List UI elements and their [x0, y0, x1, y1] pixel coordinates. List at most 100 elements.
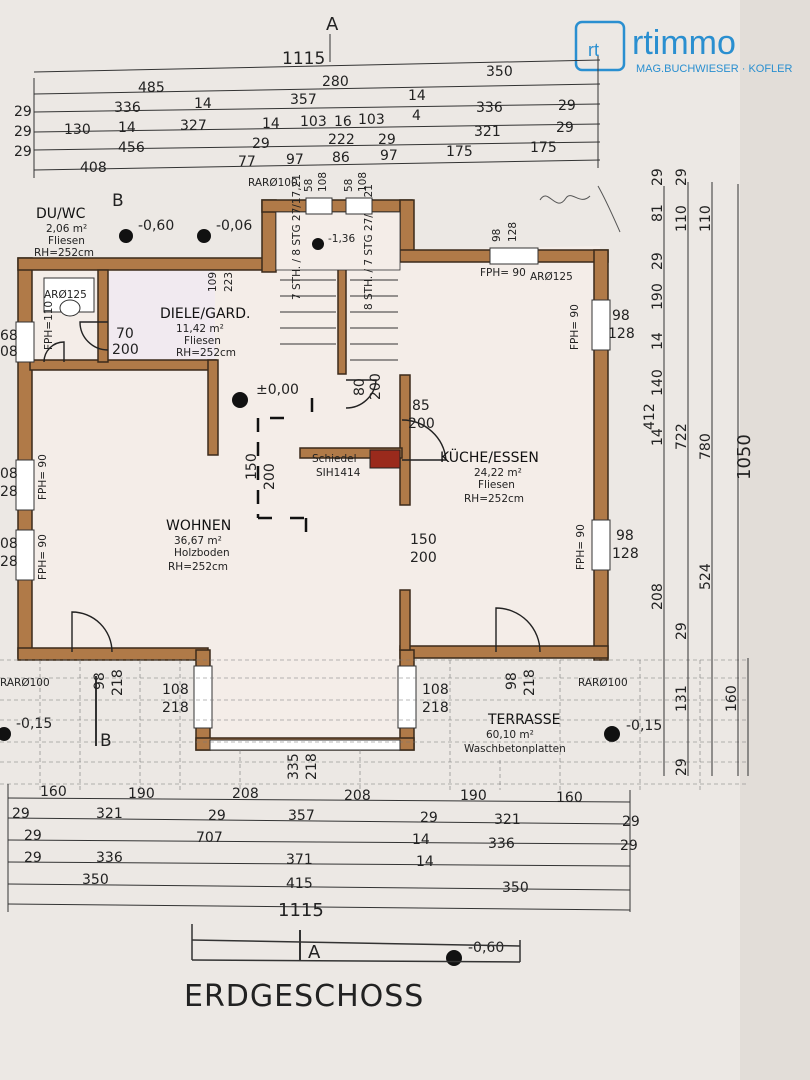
bot-r2-4: 29 — [420, 810, 438, 826]
top-r3-1: 130 — [64, 122, 91, 138]
top-r2b-1: 29 — [558, 98, 576, 114]
bot-r1-0: 160 — [40, 784, 67, 800]
bot-r2-3: 357 — [288, 808, 315, 824]
staircase: 7 STH. / 8 STG 27/17,21 8 STH. / 7 STG 2… — [275, 174, 401, 361]
right-c3-0: 412 — [642, 403, 658, 430]
room-wohnen-height: RH=252cm — [168, 561, 228, 573]
w-218-b2: 218 — [422, 700, 449, 716]
room-du-wc-floor: Fliesen — [48, 235, 85, 247]
top-r3-0: 29 — [14, 124, 32, 140]
fph-top: FPH= 90 — [480, 267, 526, 279]
terrace-grid — [0, 658, 749, 790]
section-b-bottom: B — [100, 731, 112, 751]
top-r1-0: 485 — [138, 80, 165, 96]
right-c1-0: 29 — [650, 168, 666, 186]
door-98a: 98 — [92, 672, 108, 690]
logo-icon — [574, 20, 626, 72]
fph-wc: FPH=110 — [43, 301, 55, 350]
bot-r4-0: 29 — [24, 850, 42, 866]
top-r5-4: 97 — [380, 148, 398, 164]
bot-total: 1115 — [278, 900, 324, 921]
w-218-c: 218 — [304, 753, 320, 780]
top-r5-1: 77 — [238, 154, 256, 170]
w-108-1: 108 — [317, 172, 329, 192]
section-a-bottom-mark: A — [191, 924, 521, 963]
right-c1-1: 81 — [650, 204, 666, 222]
door-70: 70 — [116, 326, 134, 342]
right-dimension-chain: 29 81 29 190 14 140 14 208 29 131 29 29 … — [642, 168, 755, 776]
room-du-wc-area: 2,06 m² — [46, 223, 87, 235]
top-r3-8: 4 — [412, 108, 421, 124]
top-total: 1115 — [282, 49, 325, 69]
room-labels: DU/WC 2,06 m² Fliesen RH=252cm DIELE/GAR… — [34, 206, 566, 755]
bot-r1-4: 190 — [460, 788, 487, 804]
w-335: 335 — [286, 753, 302, 780]
door-150b: 150 — [410, 532, 437, 548]
w-128-top: 128 — [507, 222, 519, 242]
bot-r2-1: 321 — [96, 806, 123, 822]
level-marker-icon — [604, 726, 620, 742]
chimney-model: SIH1414 — [316, 467, 361, 479]
top-r3-6: 16 — [334, 114, 352, 130]
rar-wc: ARØ125 — [44, 289, 87, 301]
top-r4-2: 29 — [252, 136, 270, 152]
top-r4-0: 29 — [14, 144, 32, 160]
level-main: ±0,00 — [256, 382, 299, 398]
room-kueche-floor: Fliesen — [478, 479, 515, 491]
right-c2-1: 110 — [674, 205, 690, 232]
door-218a: 218 — [110, 669, 126, 696]
w-58-1: 58 — [303, 179, 315, 192]
door-200e: 200 — [410, 550, 437, 566]
room-kueche-name: KÜCHE/ESSEN — [440, 448, 539, 466]
top-r2-4: 14 — [408, 88, 426, 104]
rar-top: RARØ100 — [248, 177, 298, 189]
room-du-wc-name: DU/WC — [36, 206, 86, 222]
room-kueche-height: RH=252cm — [464, 493, 524, 505]
logo: rt rtimmo MAG.BUCHWIESER · KOFLER — [574, 20, 793, 75]
top-r2b-0: 336 — [476, 100, 503, 116]
top-r5-2: 97 — [286, 152, 304, 168]
w-98-right1: 98 — [612, 308, 630, 324]
top-r2-3: 357 — [290, 92, 317, 108]
w-28-left2: 28 — [0, 554, 18, 570]
rar-bottom-right: RARØ100 — [578, 677, 628, 689]
right-c1-2: 29 — [650, 252, 666, 270]
door-200c: 200 — [408, 416, 435, 432]
stair-right-label: 8 STH. / 7 STG 27/17,21 — [363, 184, 375, 310]
w-108-2: 108 — [357, 172, 369, 192]
level-entry: -0,06 — [216, 218, 252, 234]
room-kueche-area: 24,22 m² — [474, 467, 522, 479]
right-c1-4: 14 — [650, 332, 666, 350]
w-128-right2: 128 — [612, 546, 639, 562]
paper-shadow — [740, 0, 810, 1080]
fph-right2: FPH= 90 — [575, 524, 587, 570]
bot-r4-2: 371 — [286, 852, 313, 868]
rar-125-top: ARØ125 — [530, 271, 573, 283]
bot-r5-0: 350 — [82, 872, 109, 888]
top-r4-4: 29 — [378, 132, 396, 148]
room-wohnen-floor: Holzboden — [174, 547, 230, 559]
top-r3-2: 14 — [118, 120, 136, 136]
bot-r1-2: 208 — [232, 786, 259, 802]
w-108-b2: 108 — [422, 682, 449, 698]
top-r3-3: 327 — [180, 118, 207, 134]
room-terrasse-area: 60,10 m² — [486, 729, 534, 741]
room-diele-height: RH=252cm — [176, 347, 236, 359]
level-wc: -0,60 — [138, 218, 174, 234]
bot-r3-2: 14 — [412, 832, 430, 848]
bot-r2-0: 29 — [12, 806, 30, 822]
room-terrasse-floor: Waschbetonplatten — [464, 743, 566, 755]
bot-r1-5: 160 — [556, 790, 583, 806]
chimney — [369, 449, 401, 469]
level-terrace-left: -0,15 — [16, 716, 52, 732]
logo-icon-letters: rt — [588, 40, 599, 60]
w-98-top: 98 — [491, 229, 503, 242]
door-218b: 218 — [522, 669, 538, 696]
level-marker-icon — [312, 238, 324, 250]
handwritten-note — [539, 185, 621, 233]
bot-r2-6: 29 — [622, 814, 640, 830]
right-c3-1: 722 — [674, 423, 690, 450]
door-98b: 98 — [504, 672, 520, 690]
bot-r2-2: 29 — [208, 808, 226, 824]
